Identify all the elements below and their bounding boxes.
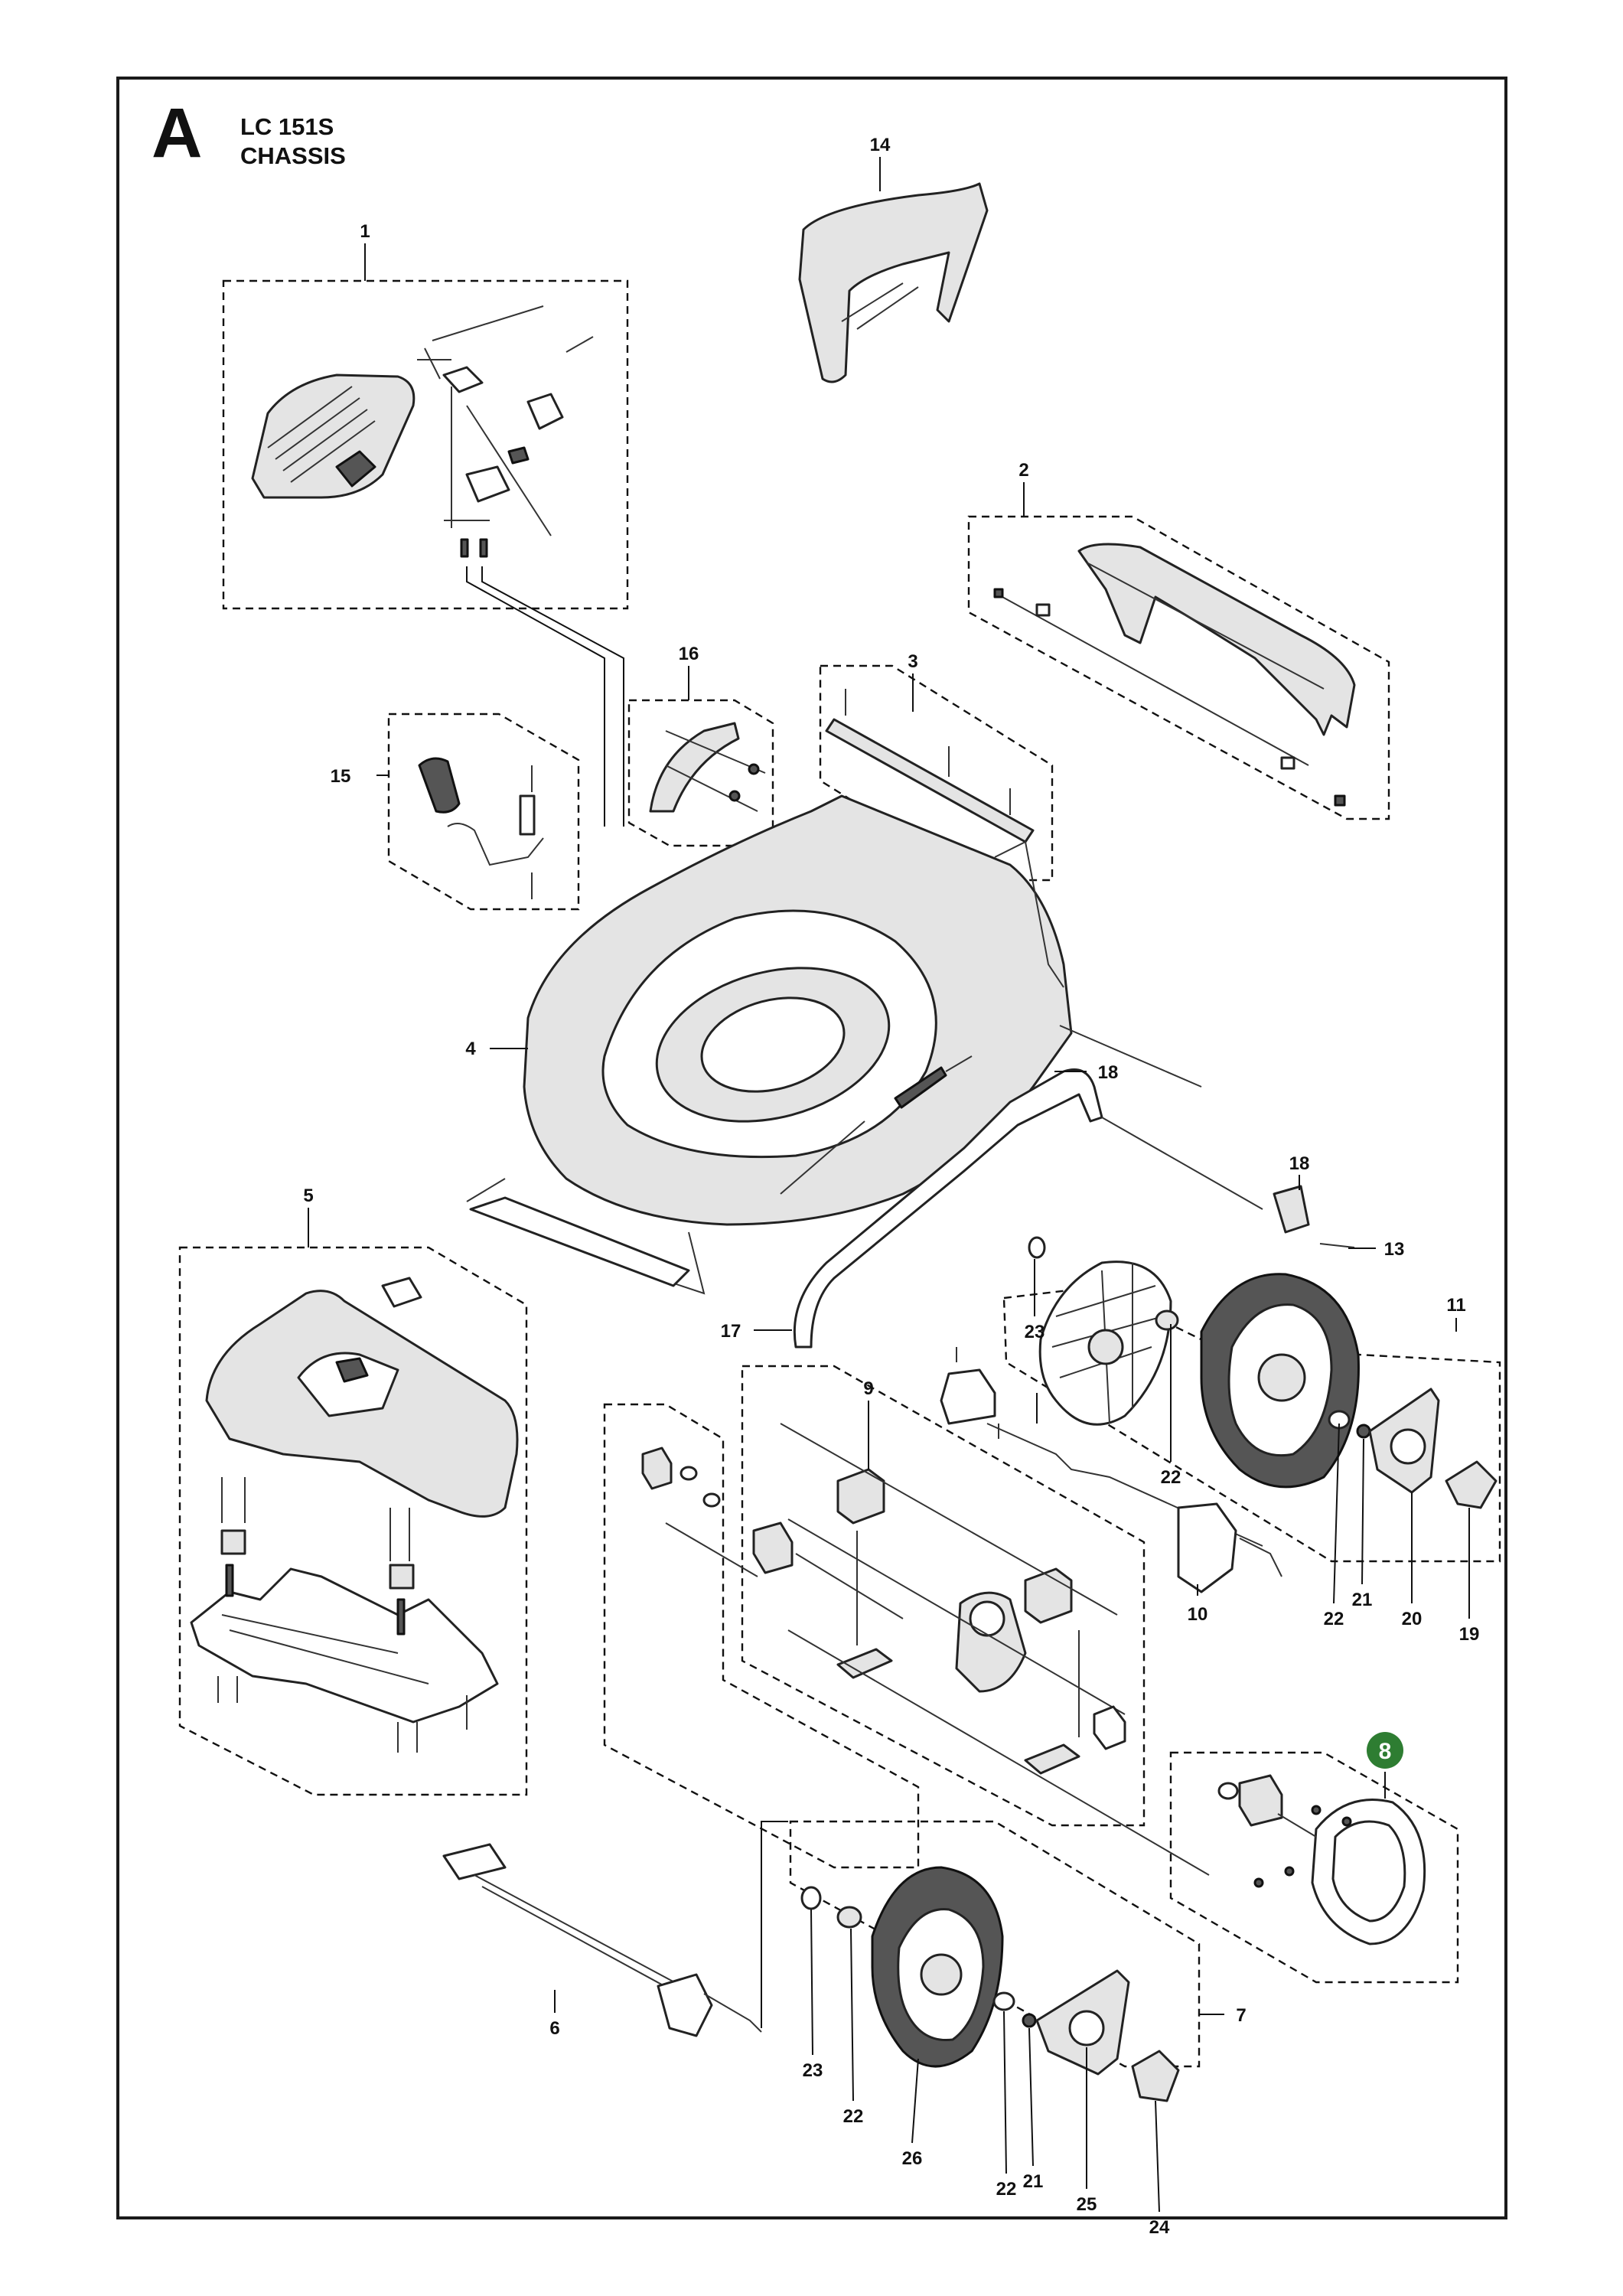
model-name: LC 151S bbox=[240, 113, 334, 140]
callout-24: 24 bbox=[1149, 2217, 1170, 2238]
part-group-9-gearbox bbox=[741, 1365, 1146, 1827]
callout-19: 19 bbox=[1459, 1624, 1480, 1645]
callout-20: 20 bbox=[1402, 1609, 1423, 1629]
part-4-mower-deck bbox=[466, 794, 1202, 1295]
diagram-frame bbox=[116, 77, 1507, 2219]
callout-16: 16 bbox=[679, 644, 699, 664]
part-group-16-height-bracket bbox=[627, 699, 774, 847]
callout-18-spring: 18 bbox=[1098, 1062, 1119, 1083]
callout-21-front: 21 bbox=[1023, 2171, 1044, 2192]
part-group-2-rear-flap bbox=[967, 515, 1390, 820]
part-10-axle-bracket bbox=[940, 1347, 1282, 1593]
callout-22-rear-b: 22 bbox=[1324, 1609, 1344, 1629]
callout-3: 3 bbox=[908, 651, 917, 672]
part-group-7-front-wheel bbox=[789, 1820, 1201, 2102]
callout-15: 15 bbox=[331, 766, 351, 787]
part-group-1-drive-control bbox=[222, 279, 629, 827]
callout-6: 6 bbox=[549, 2018, 559, 2039]
callout-2: 2 bbox=[1018, 460, 1028, 481]
callout-25: 25 bbox=[1077, 2194, 1097, 2215]
callout-26: 26 bbox=[902, 2148, 923, 2169]
callout-9: 9 bbox=[863, 1378, 873, 1399]
callout-11: 11 bbox=[1446, 1295, 1465, 1316]
callout-14: 14 bbox=[870, 135, 891, 155]
part-group-5-top-cover bbox=[178, 1246, 528, 1796]
callout-13: 13 bbox=[1384, 1239, 1405, 1260]
callout-23-front: 23 bbox=[803, 2060, 823, 2081]
callout-21-rear: 21 bbox=[1352, 1590, 1373, 1610]
callout-10: 10 bbox=[1188, 1604, 1208, 1625]
section-letter: A bbox=[152, 94, 203, 172]
callout-17: 17 bbox=[721, 1321, 741, 1342]
part-14-catcher-frame bbox=[798, 182, 989, 383]
part-6-front-axle bbox=[442, 1821, 788, 2037]
part-group-8-pinion-kit bbox=[1169, 1751, 1459, 1984]
section-name: CHASSIS bbox=[240, 142, 346, 169]
callout-18-bracket: 18 bbox=[1289, 1153, 1310, 1174]
callout-5: 5 bbox=[303, 1186, 313, 1206]
transmission-pinion-group bbox=[603, 1403, 1210, 1876]
callout-leaders bbox=[308, 157, 1470, 2213]
part-17-18-rod-spring bbox=[780, 1055, 1355, 1349]
callout-1: 1 bbox=[360, 221, 370, 242]
callout-8-highlighted: 8 bbox=[1367, 1732, 1403, 1769]
callout-4: 4 bbox=[465, 1039, 476, 1059]
callout-22-front-b: 22 bbox=[996, 2179, 1017, 2200]
part-group-15-height-lever bbox=[387, 713, 580, 911]
callout-7: 7 bbox=[1236, 2005, 1246, 2026]
callout-23-rear: 23 bbox=[1025, 1322, 1045, 1342]
callout-labels: 1 2 3 4 5 6 7 8 9 10 11 13 14 15 16 17 1… bbox=[303, 135, 1479, 2238]
callout-22-front-a: 22 bbox=[843, 2106, 864, 2127]
part-group-11-rear-wheel bbox=[1002, 1236, 1501, 1563]
callout-22-rear-a: 22 bbox=[1161, 1467, 1181, 1488]
callout-8: 8 bbox=[1379, 1739, 1392, 1764]
